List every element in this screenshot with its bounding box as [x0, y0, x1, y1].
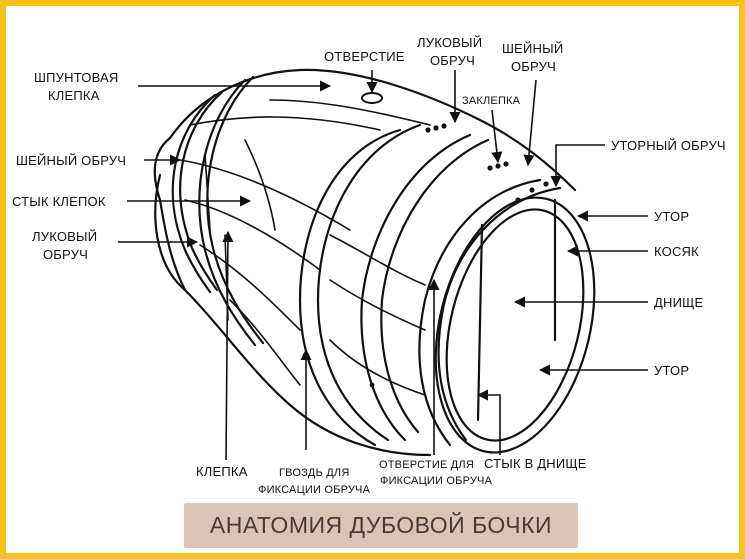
barrel-head-inner — [445, 208, 585, 442]
label-head-joint: СТЫК В ДНИЩЕ — [484, 456, 587, 471]
label-hoop-nail-1: ГВОЗДЬ ДЛЯ — [279, 467, 349, 479]
barrel-head-outer — [434, 196, 596, 454]
label-hoop-hole-1: ОТВЕРСТИЕ ДЛЯ — [379, 459, 474, 471]
leader-lines — [118, 70, 648, 461]
label-hoop-hole-2: ФИКСАЦИИ ОБРУЧА — [380, 475, 493, 487]
title-banner: АНАТОМИЯ ДУБОВОЙ БОЧКИ — [184, 503, 578, 548]
barrel-top-outline — [168, 68, 577, 192]
rivets — [303, 123, 549, 388]
middle-quarter-hoop — [298, 128, 402, 447]
label-stave: КЛЕПКА — [196, 464, 248, 479]
front-head-hoop — [418, 178, 542, 447]
label-rivet: ЗАКЛЕПКА — [462, 95, 521, 107]
label-quarter-hoop-left-2: ОБРУЧ — [43, 247, 88, 262]
barrel-back-end — [153, 136, 187, 292]
label-quarter-hoop-top-1: ЛУКОВЫЙ — [417, 35, 482, 50]
label-croze-top: УТОР — [654, 209, 689, 224]
labels: ШПУНТОВАЯ КЛЕПКА ОТВЕРСТИЕ ЛУКОВЫЙ ОБРУЧ… — [12, 35, 726, 496]
label-neck-hoop-top-1: ШЕЙНЫЙ — [502, 41, 563, 56]
label-quarter-hoop-top-2: ОБРУЧ — [430, 53, 475, 68]
label-quarter-hoop-left-1: ЛУКОВЫЙ — [32, 229, 97, 244]
label-bung-stave-2: КЛЕПКА — [48, 88, 100, 103]
back-quarter-hoop — [198, 78, 257, 347]
label-chime: КОСЯК — [654, 244, 699, 259]
label-neck-hoop-left: ШЕЙНЫЙ ОБРУЧ — [16, 153, 126, 168]
back-neck-hoop — [171, 93, 217, 294]
barrel-bottom-outline — [154, 173, 432, 457]
front-neck-hoop — [360, 133, 472, 442]
barrel — [153, 68, 596, 457]
label-bung-stave-1: ШПУНТОВАЯ — [34, 70, 118, 85]
label-stave-joint: СТЫК КЛЕПОК — [12, 194, 106, 209]
label-hoop-nail-2: ФИКСАЦИИ ОБРУЧА — [258, 484, 371, 496]
label-head-hoop: УТОРНЫЙ ОБРУЧ — [611, 138, 726, 153]
bunghole — [361, 92, 383, 104]
label-head: ДНИЩЕ — [654, 295, 704, 310]
label-croze-bottom: УТОР — [654, 363, 689, 378]
label-bunghole: ОТВЕРСТИЕ — [324, 49, 405, 64]
label-neck-hoop-top-2: ОБРУЧ — [511, 59, 556, 74]
